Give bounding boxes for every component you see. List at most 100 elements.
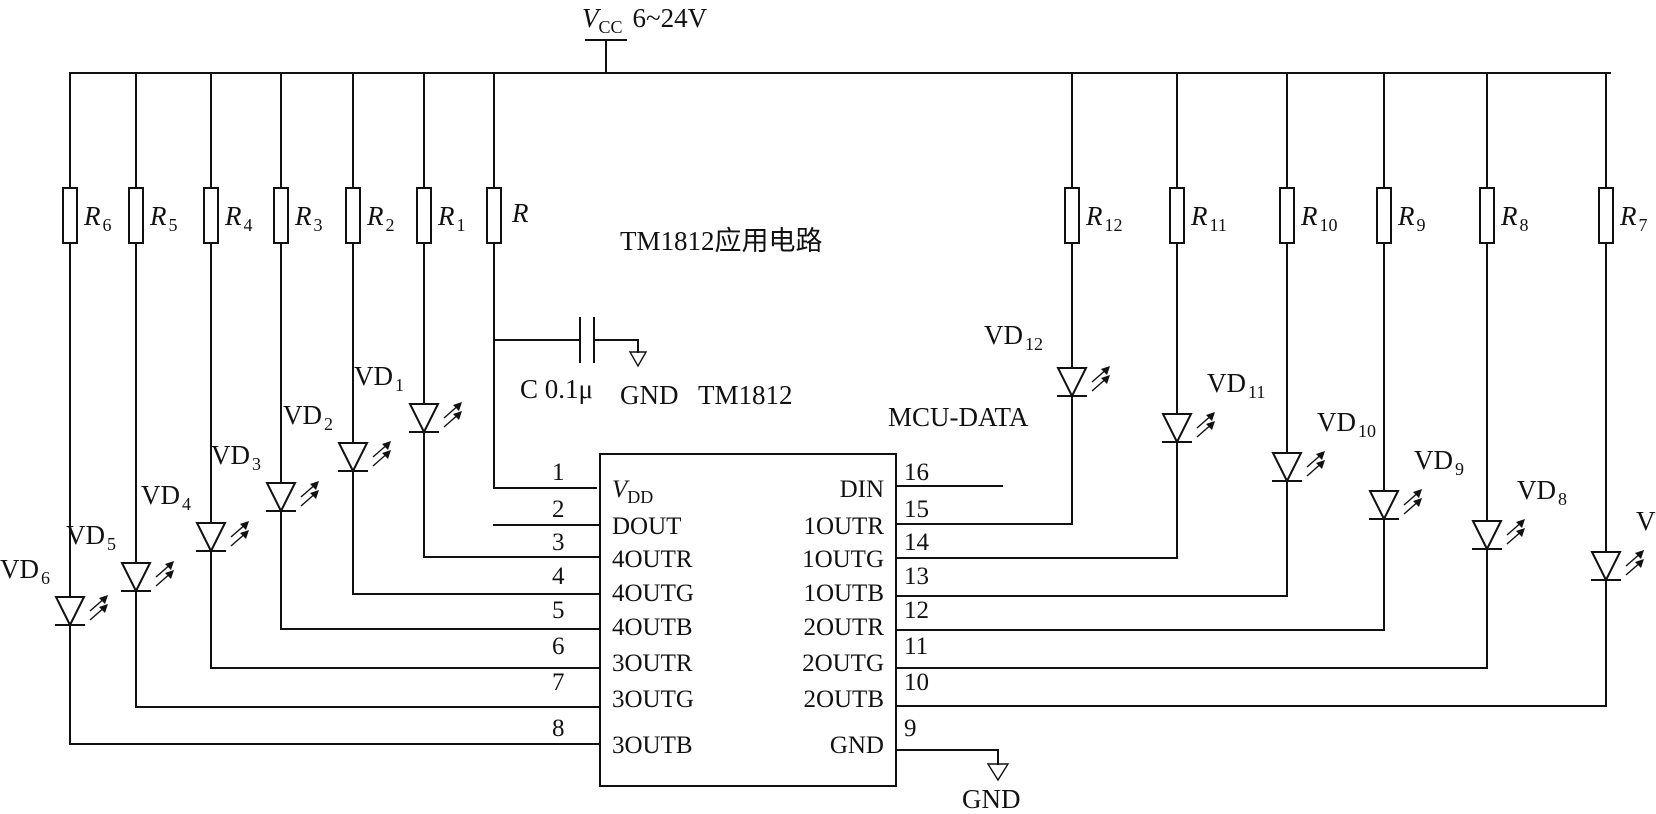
resistor-10 xyxy=(1279,187,1295,244)
pin-number-9: 9 xyxy=(904,715,917,742)
pin-name-6: 3OUTR xyxy=(612,650,693,677)
pin-name-5: 4OUTB xyxy=(612,614,693,641)
resistor-6 xyxy=(62,187,78,244)
gnd-wire xyxy=(895,749,999,765)
pin-name-15: 1OUTR xyxy=(803,513,884,540)
pin-number-2: 2 xyxy=(552,496,565,523)
led-5-icon xyxy=(120,562,152,594)
resistor-2 xyxy=(345,187,361,244)
led-6-icon xyxy=(54,596,86,628)
pin-name-2: DOUT xyxy=(612,513,681,540)
pin-name-13: 1OUTB xyxy=(803,580,884,607)
pin-name-8: 3OUTB xyxy=(612,732,693,759)
resistor-9 xyxy=(1376,187,1392,244)
tm1812-chip xyxy=(599,453,897,787)
pin-name-1: VDD xyxy=(612,476,653,507)
resistor-4 xyxy=(203,187,219,244)
resistor-11 xyxy=(1169,187,1185,244)
pin-number-4: 4 xyxy=(552,563,565,590)
pin-name-9: GND xyxy=(830,732,884,759)
pin-number-14: 14 xyxy=(904,529,930,556)
resistor-12 xyxy=(1064,187,1080,244)
led-7-icon xyxy=(1590,551,1622,583)
pin-number-3: 3 xyxy=(552,529,565,556)
ground-icon xyxy=(986,763,1010,782)
led-8-icon xyxy=(1471,520,1503,552)
led-10-icon xyxy=(1271,452,1303,484)
vdd-wire xyxy=(493,242,597,489)
resistor-r xyxy=(486,187,502,244)
pin-number-6: 6 xyxy=(552,633,565,660)
pin-number-8: 8 xyxy=(552,715,565,742)
resistor-5 xyxy=(128,187,144,244)
led-2-icon xyxy=(337,442,369,474)
pin-name-10: 2OUTB xyxy=(803,686,884,713)
cap-ground-icon xyxy=(628,351,648,368)
led-1-icon xyxy=(408,403,440,435)
pin-number-16: 16 xyxy=(904,459,929,486)
led-label-7: VD7 xyxy=(1636,506,1656,540)
cap-wire-right xyxy=(593,339,639,353)
pin-number-11: 11 xyxy=(904,633,928,660)
pin-name-4: 4OUTG xyxy=(612,580,694,607)
pin-number-7: 7 xyxy=(552,669,565,696)
pin-name-3: 4OUTR xyxy=(612,546,693,573)
pin-number-15: 15 xyxy=(904,496,929,523)
pin-name-7: 3OUTG xyxy=(612,686,694,713)
mcu-data-label: MCU-DATA xyxy=(888,402,1029,432)
resistor-3 xyxy=(273,187,289,244)
pin-name-12: 2OUTR xyxy=(803,614,884,641)
led-12-icon xyxy=(1056,367,1088,399)
cap-gnd-label: GND xyxy=(620,380,679,410)
chip-name-label: TM1812 xyxy=(698,380,793,410)
channel-right-7: R7VD7 xyxy=(895,72,1656,707)
gnd-label: GND xyxy=(962,784,1021,814)
pin-number-13: 13 xyxy=(904,563,929,590)
resistor-r-label: R xyxy=(511,198,529,228)
pin-number-10: 10 xyxy=(904,669,929,696)
pin-number-12: 12 xyxy=(904,597,929,624)
pin-number-1: 1 xyxy=(552,459,565,486)
pin-number-5: 5 xyxy=(552,597,565,624)
pin-name-16: DIN xyxy=(840,476,884,503)
pin-name-14: 1OUTG xyxy=(802,546,884,573)
diagram-title: TM1812应用电路 xyxy=(620,226,823,256)
led-11-icon xyxy=(1161,413,1193,445)
